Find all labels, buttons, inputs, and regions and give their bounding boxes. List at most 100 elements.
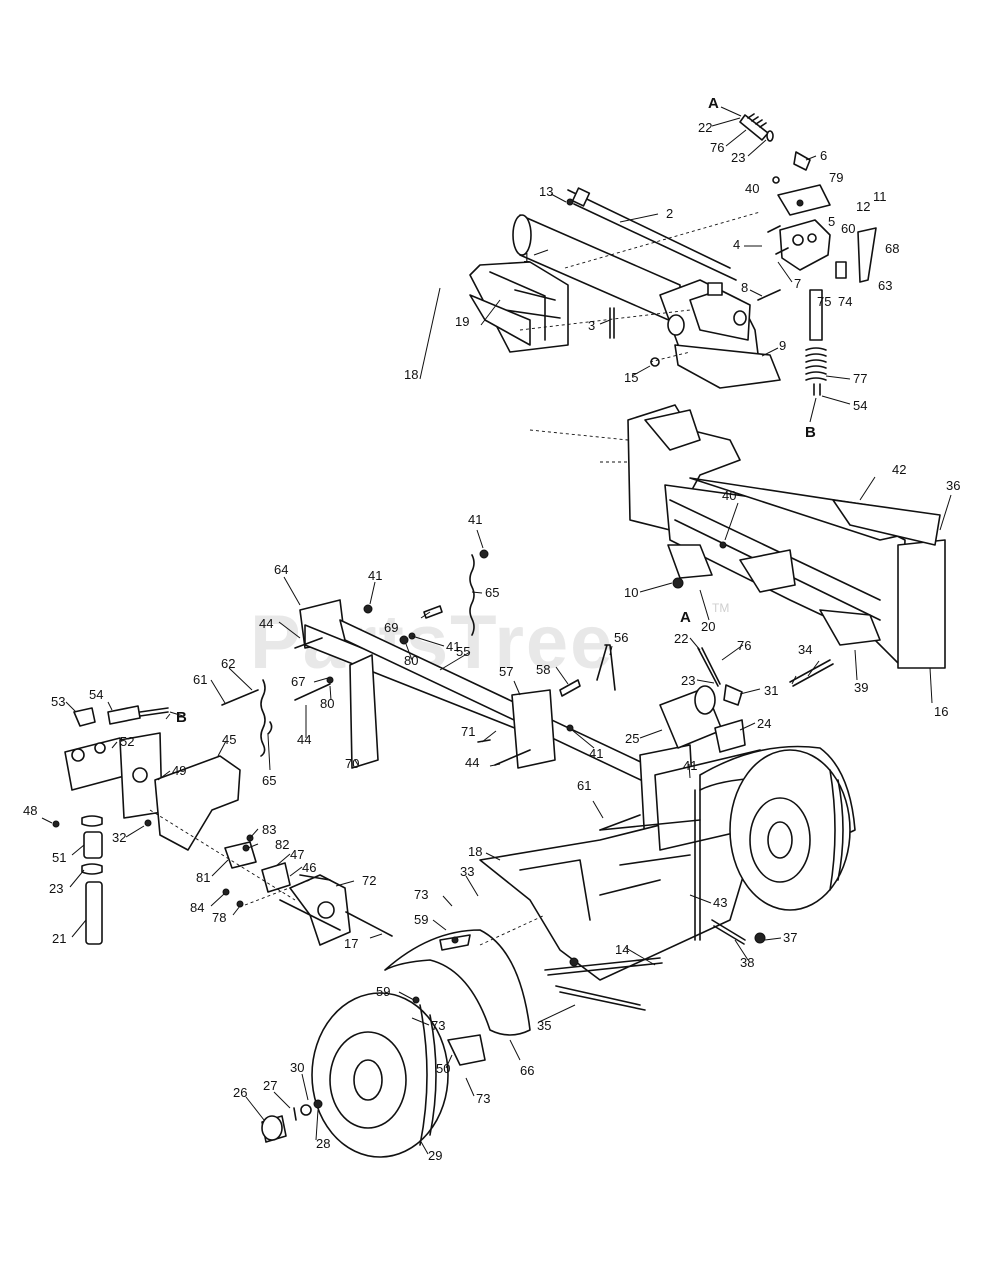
leader-lines [41,106,952,1155]
callout-50: 50 [436,1061,450,1076]
callout-31: 31 [764,683,778,698]
callout-59a: 59 [414,912,428,927]
frame-hardware [221,549,694,831]
callout-63: 63 [878,278,892,293]
callout-77: 77 [853,371,867,386]
callout-24: 24 [757,716,771,731]
callout-46: 46 [302,860,316,875]
callout-60: 60 [841,221,855,236]
callout-49: 49 [172,763,186,778]
valve-assembly [566,113,877,396]
callout-44a: 44 [259,616,273,631]
callout-41a: 41 [468,512,482,527]
assembly-guidelines [149,211,761,946]
callout-79: 79 [829,170,843,185]
callout-34: 34 [798,642,812,657]
callout-38: 38 [740,955,754,970]
watermark-trademark: TM [712,601,729,615]
callout-72: 72 [362,873,376,888]
callout-61b: 61 [577,778,591,793]
wheel-right [729,749,851,911]
callout-64: 64 [274,562,288,577]
callout-53: 53 [51,694,65,709]
callout-5: 5 [828,214,835,229]
hydraulic-filter [659,647,746,753]
callout-41c: 41 [446,639,460,654]
callout-39: 39 [854,680,868,695]
callout-13: 13 [539,184,553,199]
callout-40: 40 [745,181,759,196]
callout-11: 11 [873,189,887,204]
callout-19: 19 [455,314,469,329]
callout-73a: 73 [414,887,428,902]
bracket-19 [469,261,569,353]
callout-28: 28 [316,1136,330,1151]
wheel-left [311,992,449,1158]
callout-29: 29 [428,1148,442,1163]
callout-12: 12 [856,199,870,214]
callout-62: 62 [221,656,235,671]
callout-labels: A 22 76 23 6 79 40 11 12 13 2 5 60 68 4 … [23,95,960,1163]
callout-20: 20 [701,619,715,634]
callout-44c: 44 [465,755,479,770]
callout-18a: 18 [404,367,418,382]
callout-3: 3 [588,318,595,333]
callout-65b: 65 [262,773,276,788]
callout-58: 58 [536,662,550,677]
callout-15: 15 [624,370,638,385]
callout-41d: 41 [589,746,603,761]
callout-6: 6 [820,148,827,163]
callout-23: 23 [731,150,745,165]
callout-67: 67 [291,674,305,689]
callout-30: 30 [290,1060,304,1075]
callout-9: 9 [779,338,786,353]
callout-1: 1 [523,250,530,265]
callout-8: 8 [741,280,748,295]
callout-54a: 54 [853,398,867,413]
callout-83: 83 [262,822,276,837]
callout-23c: 23 [49,881,63,896]
callout-81: 81 [196,870,210,885]
splitter-beam [627,404,946,687]
callout-73c: 73 [476,1091,490,1106]
callout-75: 75 [817,294,831,309]
callout-76: 76 [710,140,724,155]
callout-32: 32 [112,830,126,845]
callout-23b: 23 [681,673,695,688]
callout-48: 48 [23,803,37,818]
callout-78: 78 [212,910,226,925]
callout-47: 47 [290,847,304,862]
callout-17: 17 [344,936,358,951]
hydraulic-pump [52,705,169,945]
callout-82: 82 [275,837,289,852]
hydraulic-cylinder [512,187,781,389]
callout-69: 69 [384,620,398,635]
callout-42: 42 [892,462,906,477]
callout-33: 33 [460,864,474,879]
callout-27: 27 [263,1078,277,1093]
callout-57: 57 [499,664,513,679]
connector-a-top: A [708,95,719,112]
callout-80b: 80 [320,696,334,711]
callout-7: 7 [794,276,801,291]
callout-71: 71 [461,724,475,739]
callout-41b: 41 [368,568,382,583]
callout-74: 74 [838,294,852,309]
safety-chains [260,554,475,757]
callout-40b: 40 [722,488,736,503]
callout-56: 56 [614,630,628,645]
callout-16: 16 [934,704,948,719]
callout-59b: 59 [376,984,390,999]
callout-35: 35 [537,1018,551,1033]
connector-b-left: B [176,709,187,726]
callout-73b: 73 [431,1018,445,1033]
callout-70: 70 [345,756,359,771]
callout-21: 21 [52,931,66,946]
callout-4: 4 [733,237,740,252]
callout-45: 45 [222,732,236,747]
callout-51: 51 [52,850,66,865]
hub-hardware [261,936,486,1143]
callout-54b: 54 [89,687,103,702]
callout-65a: 65 [485,585,499,600]
callout-10: 10 [624,585,638,600]
